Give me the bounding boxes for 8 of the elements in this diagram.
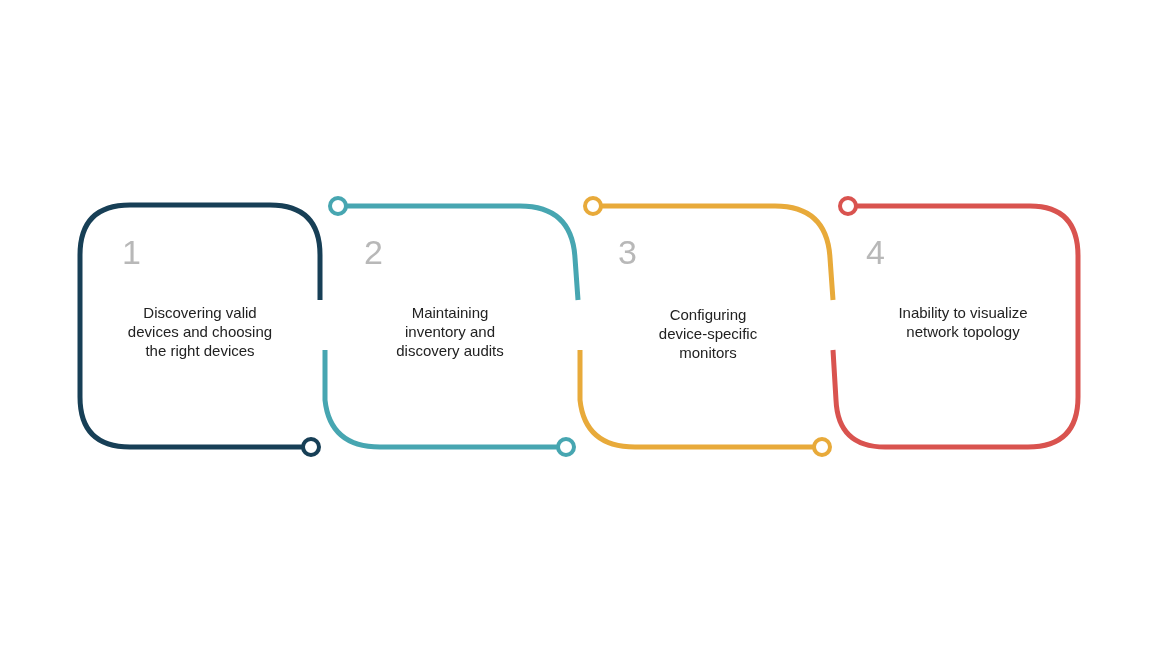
step-number: 4 bbox=[866, 235, 885, 269]
step-description: Maintaining inventory and discovery audits bbox=[395, 303, 505, 360]
step-number: 3 bbox=[618, 235, 637, 269]
step-description: Configuring device-specific monitors bbox=[657, 305, 759, 362]
step-description: Inability to visualize network topology bbox=[898, 303, 1028, 341]
step-number: 2 bbox=[364, 235, 383, 269]
step-description: Discovering valid devices and choosing the right devices bbox=[126, 303, 274, 360]
step-number: 1 bbox=[122, 235, 141, 269]
